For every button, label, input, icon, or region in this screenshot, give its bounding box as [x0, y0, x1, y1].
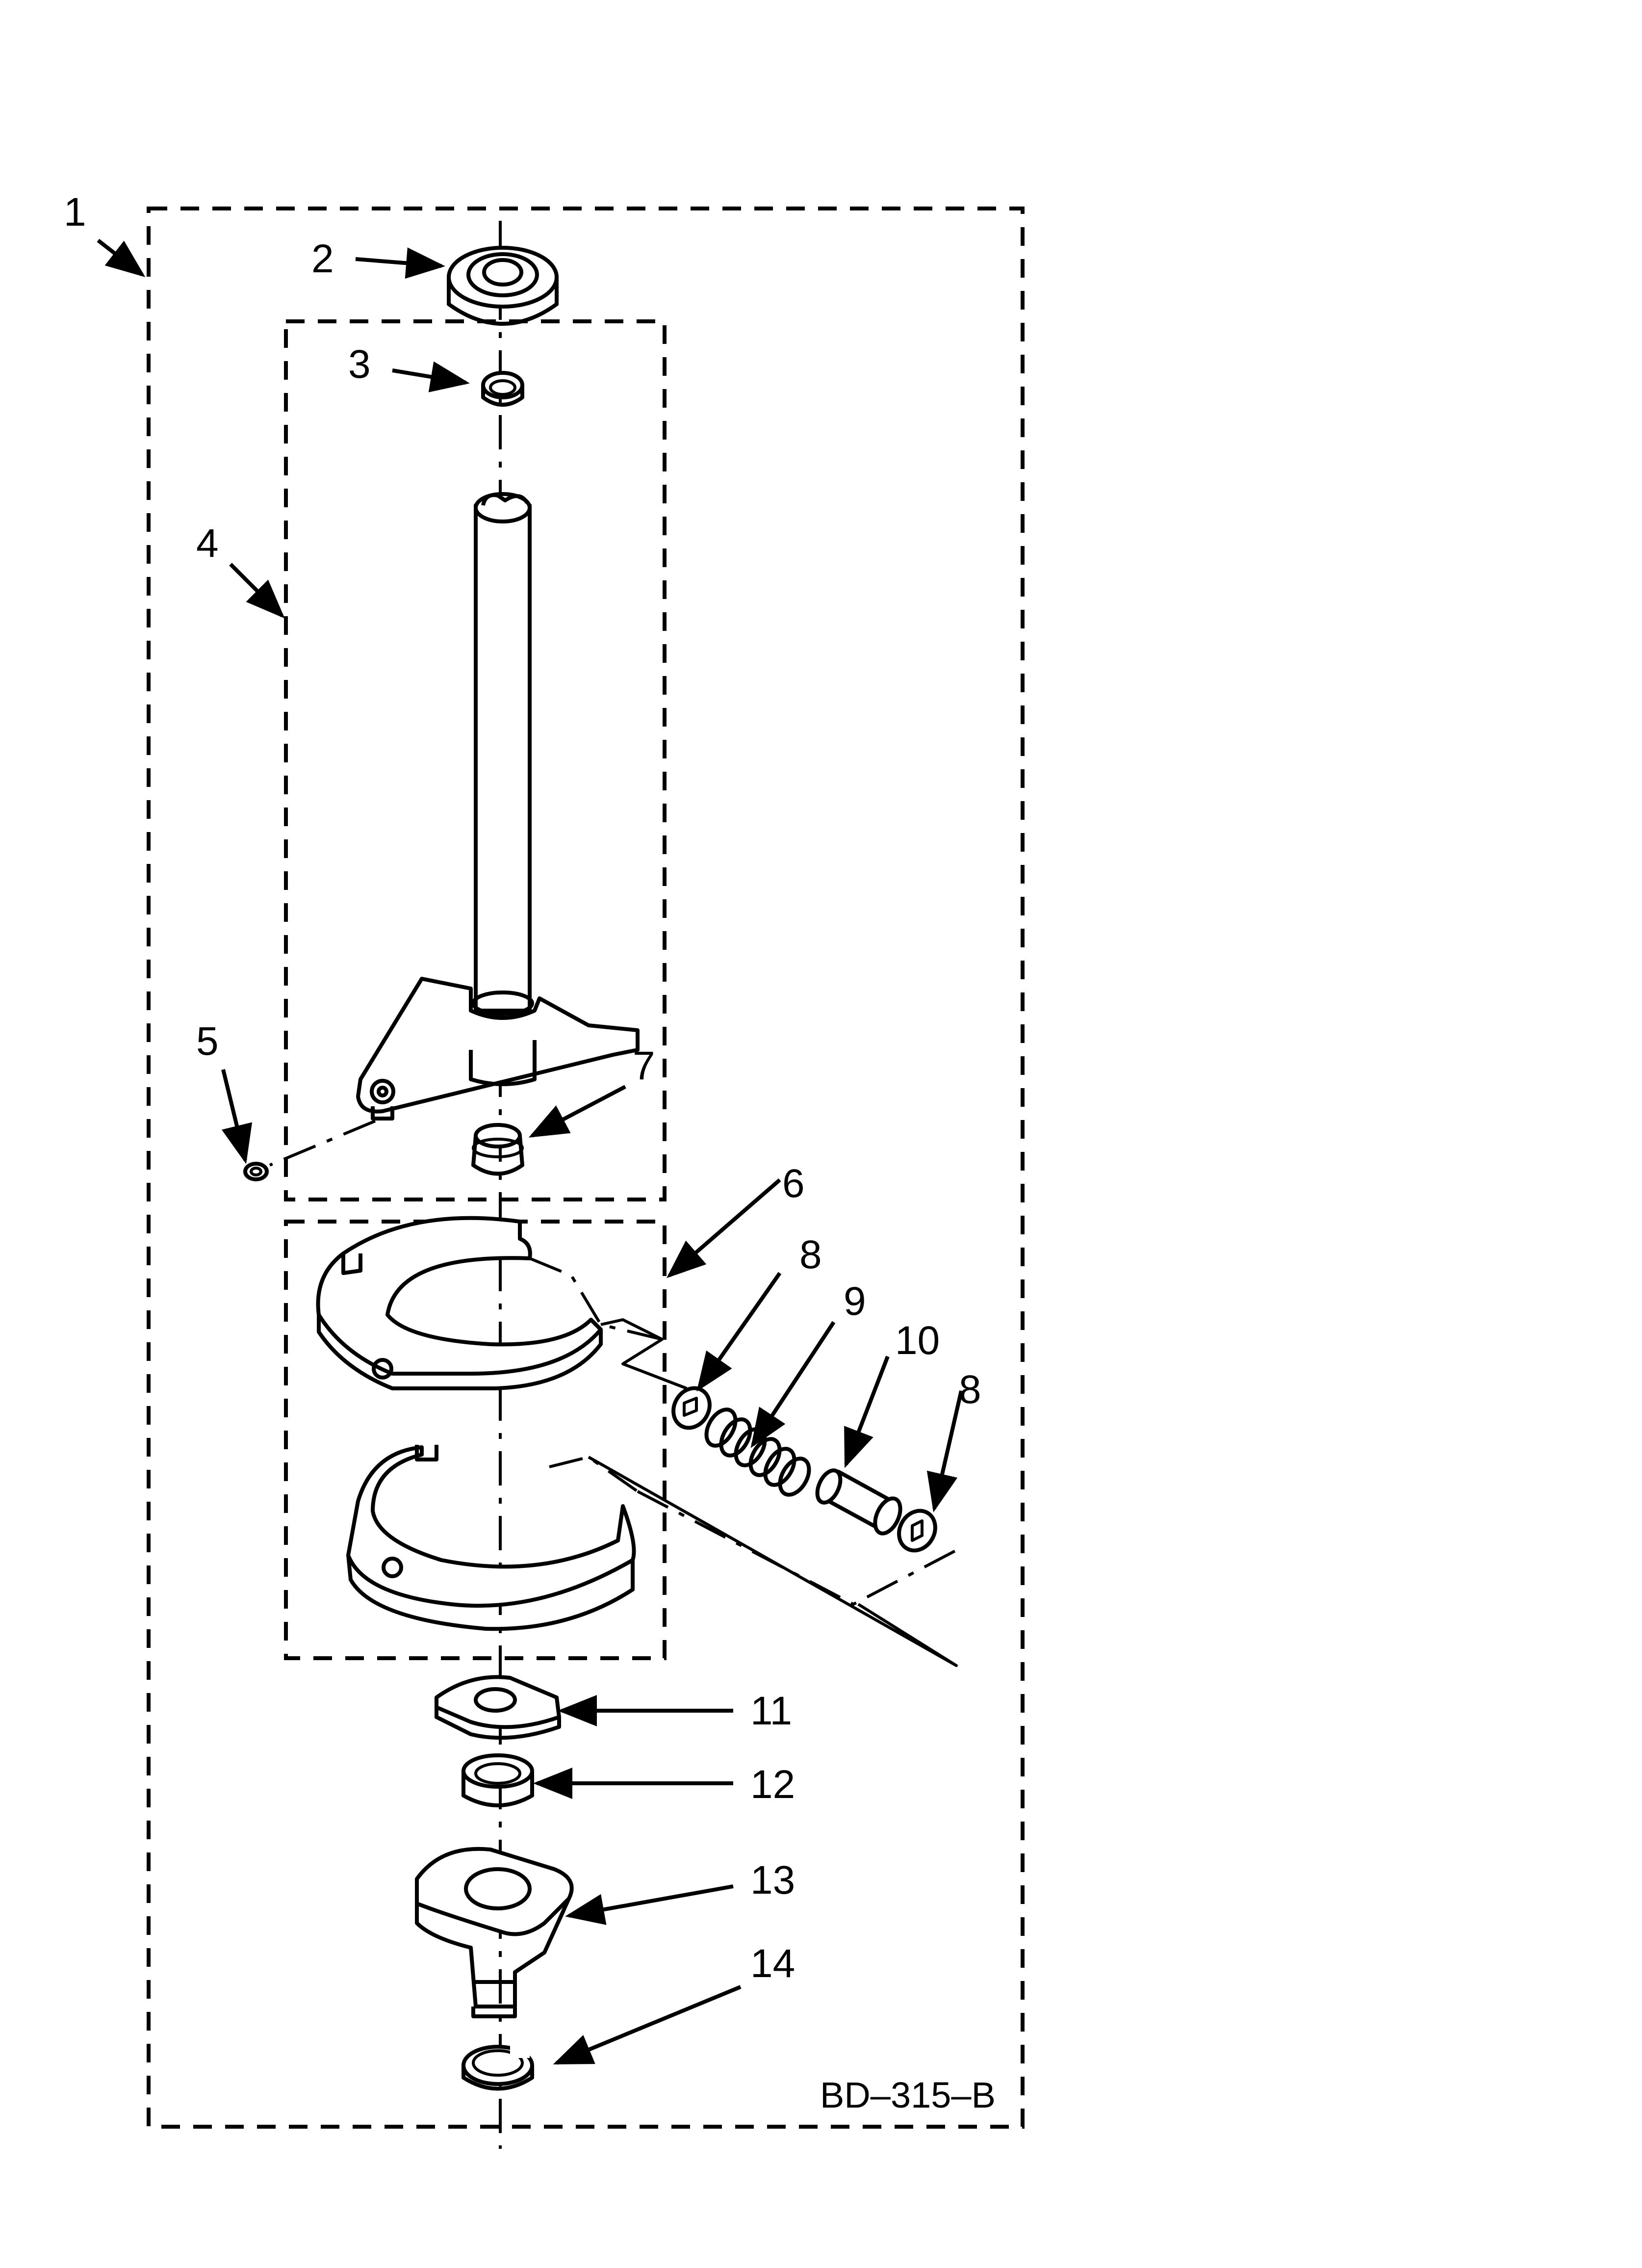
- seal-part[interactable]: [447, 246, 559, 326]
- callout-4: 4: [196, 521, 219, 566]
- callout-6: 6: [782, 1161, 805, 1206]
- bushing-part[interactable]: [481, 371, 524, 407]
- shaft-part[interactable]: [356, 492, 640, 1121]
- bearing-part[interactable]: [471, 1123, 524, 1176]
- snap-ring-part[interactable]: [462, 2043, 534, 2091]
- brake-housing-part[interactable]: [415, 1847, 574, 2018]
- cam-plate-part[interactable]: [435, 1675, 561, 1740]
- callout-8-left: 8: [799, 1232, 822, 1277]
- callout-10: 10: [895, 1318, 940, 1363]
- drawing-code: BD–315–B: [820, 2075, 996, 2115]
- pin-part[interactable]: [813, 1467, 905, 1538]
- retaining-ring-part[interactable]: [243, 1120, 376, 1181]
- callout-9: 9: [844, 1279, 866, 1324]
- outer-assembly-box: [147, 207, 1025, 2129]
- lower-brake-shoe[interactable]: [346, 1445, 636, 1631]
- callout-1: 1: [64, 190, 86, 235]
- leader-arrows: [97, 238, 963, 2065]
- callout-12: 12: [750, 1762, 795, 1807]
- washer-right-part[interactable]: [892, 1504, 943, 1557]
- brake-assembly-box: [284, 1220, 667, 1660]
- shaft-assembly-box: [284, 319, 667, 1201]
- callout-13: 13: [750, 1858, 795, 1903]
- callout-5: 5: [196, 1019, 219, 1064]
- callout-7: 7: [633, 1043, 655, 1088]
- spring-part[interactable]: [700, 1405, 815, 1500]
- callout-2: 2: [311, 236, 334, 281]
- callout-14: 14: [750, 1941, 795, 1986]
- upper-brake-shoe[interactable]: [316, 1216, 603, 1390]
- clutch-ring-part[interactable]: [462, 1753, 534, 1807]
- callout-8-right: 8: [959, 1367, 981, 1412]
- callout-3: 3: [348, 342, 371, 387]
- callout-11: 11: [750, 1689, 792, 1733]
